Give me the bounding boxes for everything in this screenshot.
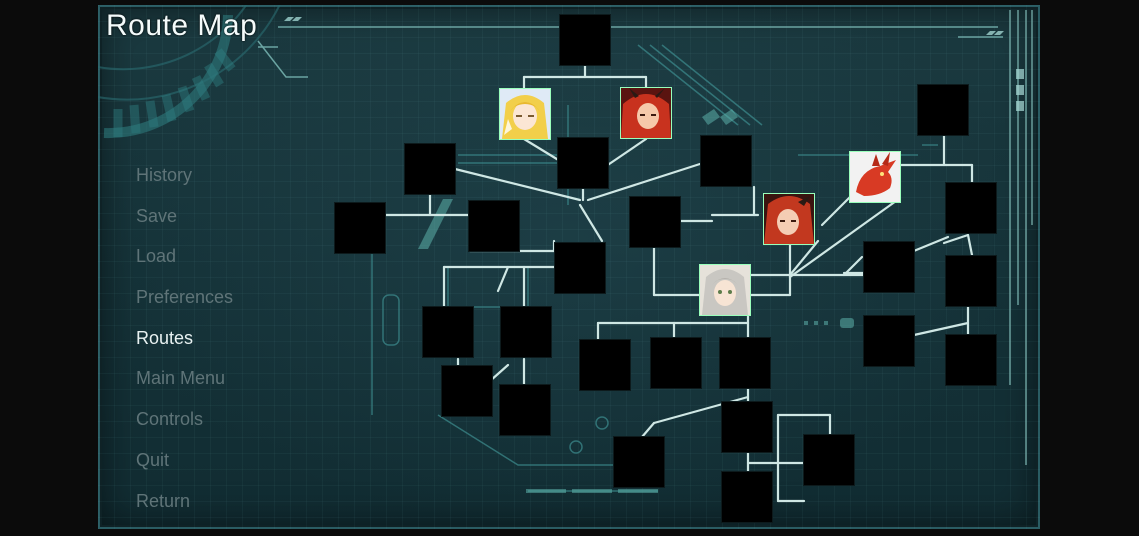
- menu-item-return[interactable]: Return: [136, 490, 191, 511]
- route-node-locked[interactable]: [720, 338, 770, 388]
- route-node-locked[interactable]: [864, 316, 914, 366]
- route-map-panel: Route Map History Save Load Preferences …: [98, 5, 1040, 529]
- menu-item-controls[interactable]: Controls: [136, 409, 204, 430]
- route-node-locked[interactable]: [580, 340, 630, 390]
- side-menu: History Save Load Preferences Routes Mai…: [136, 155, 233, 521]
- route-node-red-hair[interactable]: [764, 194, 814, 244]
- menu-item-routes[interactable]: Routes: [136, 327, 194, 348]
- route-node-white-hair[interactable]: [700, 265, 750, 315]
- route-node-locked[interactable]: [946, 183, 996, 233]
- route-node-locked[interactable]: [335, 203, 385, 253]
- route-node-locked[interactable]: [722, 402, 772, 452]
- route-node-locked[interactable]: [500, 385, 550, 435]
- menu-item-history[interactable]: History: [136, 165, 193, 185]
- route-node-locked[interactable]: [918, 85, 968, 135]
- route-node-locked[interactable]: [423, 307, 473, 357]
- menu-item-preferences[interactable]: Preferences: [136, 287, 234, 308]
- route-node-locked[interactable]: [405, 144, 455, 194]
- route-node-locked[interactable]: [501, 307, 551, 357]
- menu-item-main-menu[interactable]: Main Menu: [136, 368, 226, 389]
- route-node-locked[interactable]: [469, 201, 519, 251]
- route-node-locked[interactable]: [560, 15, 610, 65]
- menu-item-quit[interactable]: Quit: [136, 449, 170, 470]
- red-haired-horned-character-icon: [621, 88, 671, 138]
- menu-item-load[interactable]: Load: [136, 246, 177, 267]
- white-haired-character-icon: [700, 265, 750, 315]
- route-node-locked[interactable]: [701, 136, 751, 186]
- route-node-blonde[interactable]: [500, 89, 550, 139]
- route-node-locked[interactable]: [651, 338, 701, 388]
- red-dragon-icon: [850, 152, 900, 202]
- route-node-locked[interactable]: [722, 472, 772, 522]
- route-node-locked[interactable]: [946, 256, 996, 306]
- route-node-dragon[interactable]: [850, 152, 900, 202]
- route-node-red-horned[interactable]: [621, 88, 671, 138]
- blonde-character-icon: [500, 89, 550, 139]
- red-haired-character-icon: [764, 194, 814, 244]
- route-node-locked[interactable]: [555, 243, 605, 293]
- page-title: Route Map: [106, 9, 258, 42]
- route-node-locked[interactable]: [946, 335, 996, 385]
- route-node-locked[interactable]: [614, 437, 664, 487]
- route-node-locked[interactable]: [630, 197, 680, 247]
- route-node-locked[interactable]: [442, 366, 492, 416]
- menu-item-save[interactable]: Save: [136, 205, 178, 226]
- route-node-locked[interactable]: [558, 138, 608, 188]
- route-connections: [382, 62, 974, 503]
- route-node-locked[interactable]: [864, 242, 914, 292]
- route-node-locked[interactable]: [804, 435, 854, 485]
